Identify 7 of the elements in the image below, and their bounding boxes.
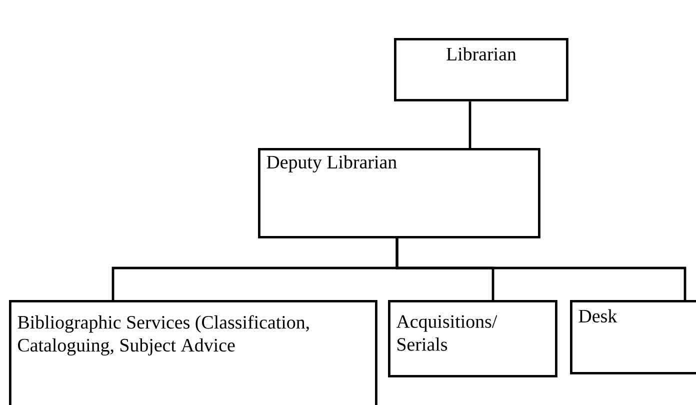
person-box: Deputy Librarian [258, 148, 540, 238]
person-box: Desk [570, 300, 696, 374]
connector-line [396, 236, 686, 300]
person-box: Bibliographic Services (Classification, Cataloguing, Subject Advice [9, 300, 378, 405]
person-box: Librarian [394, 38, 568, 102]
person-box: Acquisitions/ Serials [388, 300, 558, 378]
connector-line [468, 101, 472, 148]
